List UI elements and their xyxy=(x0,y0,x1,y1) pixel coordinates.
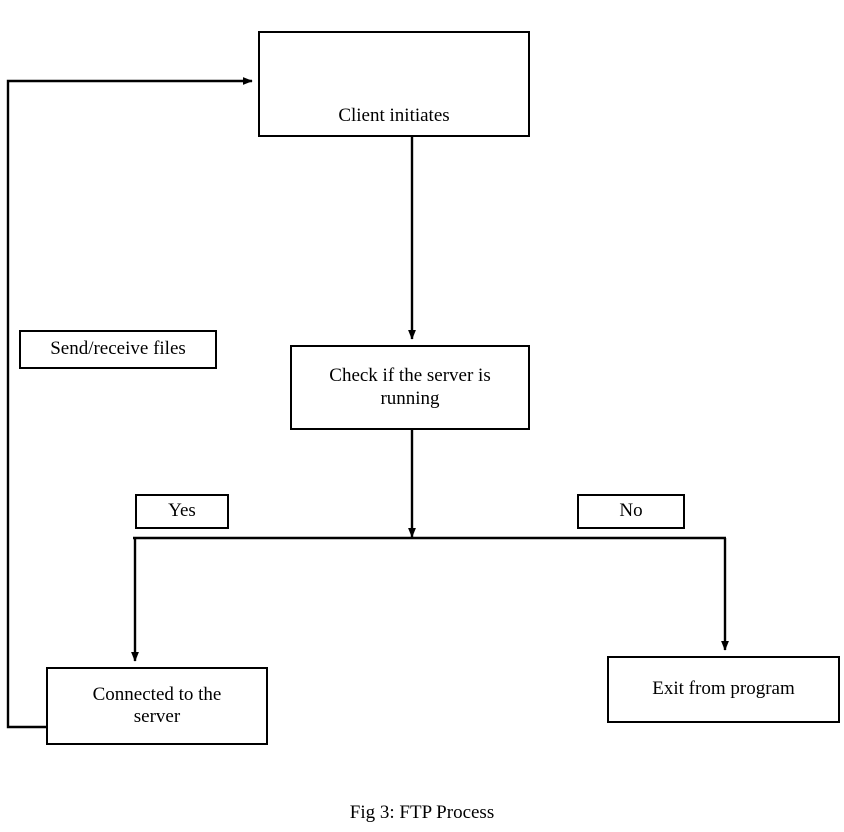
figure-caption: Fig 3: FTP Process xyxy=(349,802,495,823)
node-send-receive-files-label: Send/receive files xyxy=(50,338,186,360)
node-check-server-label: Check if the server is running xyxy=(329,365,491,409)
node-yes-label-box: Yes xyxy=(135,494,229,529)
node-no-label: No xyxy=(619,500,643,522)
node-connected-to-server-label: Connected to the server xyxy=(92,683,222,727)
node-connected-to-server: Connected to the server xyxy=(46,667,268,745)
node-check-server: Check if the server is running xyxy=(290,345,530,430)
node-yes-label: Yes xyxy=(168,500,196,522)
node-exit-from-program: Exit from program xyxy=(607,656,840,723)
node-no-label-box: No xyxy=(577,494,685,529)
node-client-initiates-label: Client initiates xyxy=(338,104,450,126)
node-client-initiates: Client initiates xyxy=(258,31,530,137)
edge-connected-to-client-initiates xyxy=(6,77,253,729)
node-send-receive-files: Send/receive files xyxy=(19,330,217,369)
node-exit-from-program-label: Exit from program xyxy=(652,678,795,700)
